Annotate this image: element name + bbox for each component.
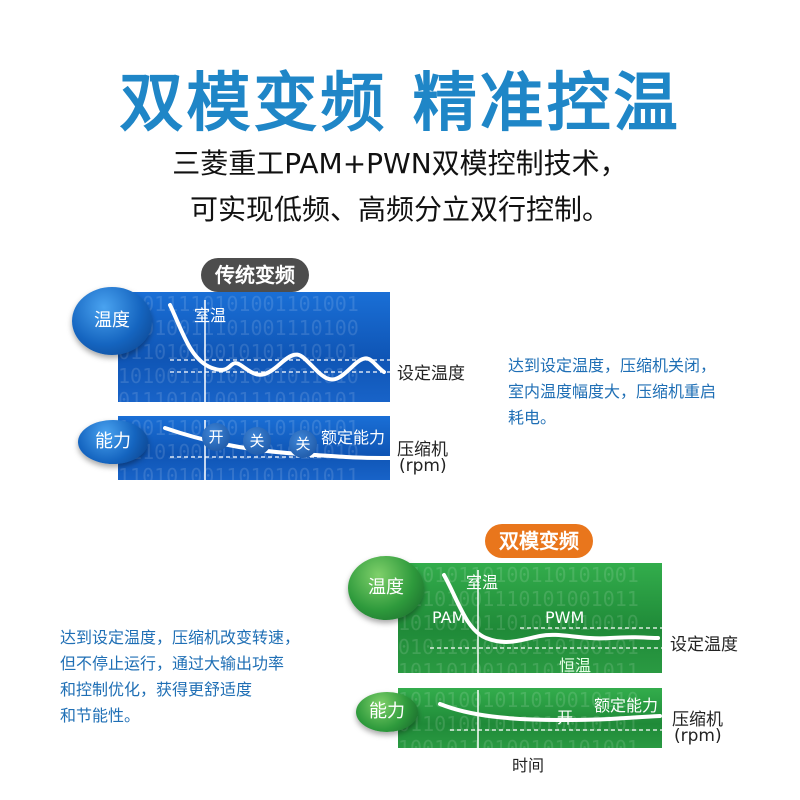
dual-mode-note-line-1: 达到设定温度，压缩机改变转速， [60,628,301,647]
traditional-note-line-2: 室内温度幅度大，压缩机重启 [508,382,717,401]
dual-mode-power-panel: 10101001011010010110 0110100101101001010… [398,688,662,748]
capacity-disc: 能力 [356,692,418,732]
compressor-on-bubble: 开 [202,423,230,451]
compressor-label: 压缩机 [672,710,723,730]
compressor-off-bubble: 关 [243,427,271,455]
dual-mode-badge: 双模变频 [485,524,593,558]
room-temp-label: 室温 [194,306,227,325]
set-temp-label: 设定温度 [670,635,738,655]
set-temp-label: 设定温度 [397,364,465,384]
rpm-label: (rpm) [399,456,447,476]
traditional-temp-panel: 01011110101001101001 1001001110100111010… [118,292,390,402]
binary-texture: 10101001011010010110 0110100101101001010… [398,688,639,748]
temperature-disc: 温度 [348,556,424,620]
temperature-disc: 温度 [72,287,152,355]
compressor-on-label: 开 [557,708,574,727]
pam-label: PAM [432,608,466,627]
time-axis-label: 时间 [512,756,545,775]
compressor-label: 压缩机 [397,440,448,460]
rated-capacity-label: 额定能力 [321,428,386,447]
rated-capacity-label: 额定能力 [594,696,659,715]
subtitle-line-2: 可实现低频、高频分立双行控制。 [189,193,610,226]
capacity-curve [438,702,662,723]
headline: 双模变频 精准控温 [119,67,681,141]
rpm-label: (rpm) [674,726,722,746]
binary-texture: 11010110100110101001 0110100111010100101… [398,563,639,673]
compressor-off-bubble: 关 [289,430,317,458]
constant-temp-label: 恒温 [559,656,592,675]
traditional-note-line-3: 耗电。 [508,408,557,427]
traditional-badge: 传统变频 [201,258,309,292]
subtitle-line-1: 三菱重工PAM+PWN双模控制技术， [172,147,628,180]
temperature-curve [168,303,386,382]
dual-mode-note-line-4: 和节能性。 [60,706,141,725]
binary-texture: 01011110101001101001 1001001110100111010… [118,292,359,402]
capacity-disc: 能力 [78,420,148,464]
temperature-curve [442,573,660,644]
binary-texture: 10011101001110100101 0110100101110101101… [118,416,359,480]
room-temp-label: 室温 [466,573,499,592]
pwm-label: PWM [545,608,585,627]
dual-mode-note-line-2: 但不停止运行，通过大输出功率 [60,654,285,673]
traditional-note-line-1: 达到设定温度，压缩机关闭， [508,356,717,375]
dual-mode-temp-panel: 11010110100110101001 0110100111010100101… [398,563,662,673]
dual-mode-note-line-3: 和控制优化，获得更舒适度 [60,680,253,699]
